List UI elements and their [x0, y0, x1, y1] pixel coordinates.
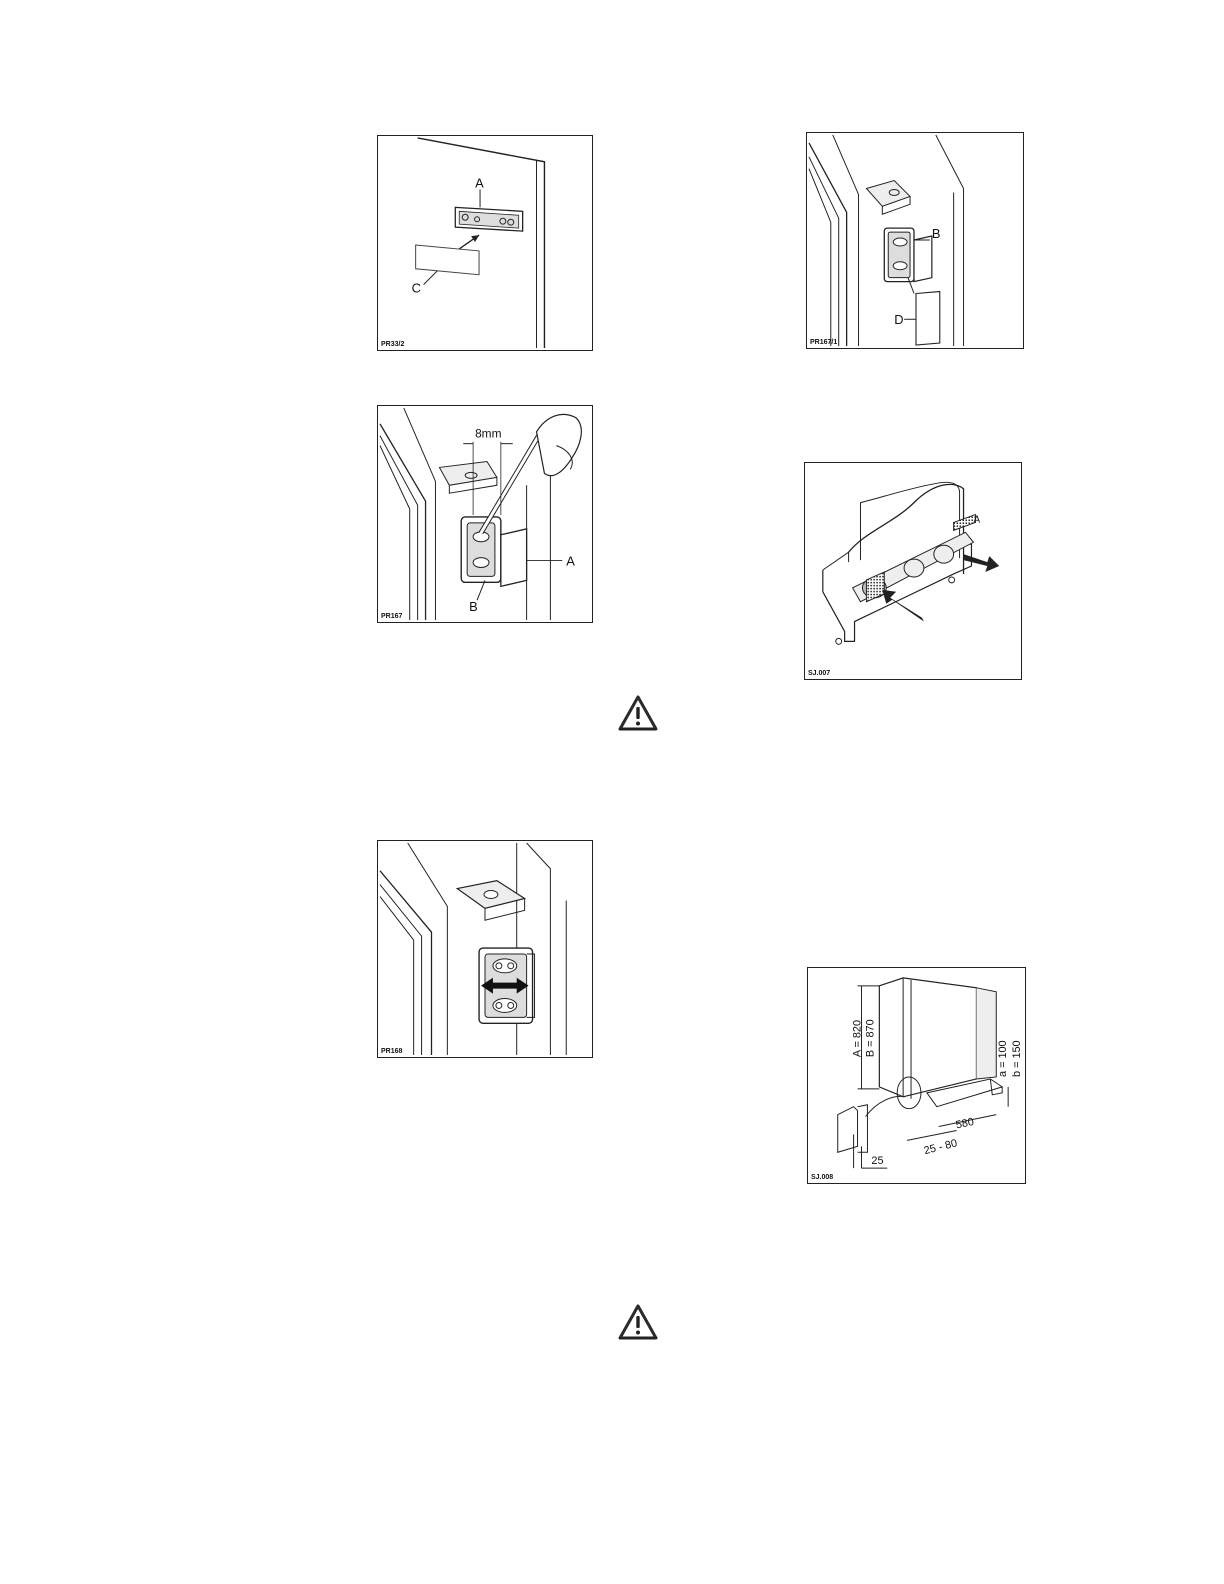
label-b: B: [469, 599, 478, 614]
figure-pr167: 8mm A B PR167: [377, 405, 593, 623]
figure-pr167-1: B D PR167/1: [806, 132, 1024, 349]
figure-code: SJ.007: [808, 670, 831, 677]
figure-sj-008: A = 820 B = 870 a = 100 b = 150 580 25 -…: [807, 967, 1026, 1184]
figure-pr168: PR168: [377, 840, 593, 1058]
range-label: 25 - 80: [923, 1137, 959, 1157]
dimensions-diagram: A = 820 B = 870 a = 100 b = 150 580 25 -…: [837, 977, 1023, 1169]
small-a-label: a = 100: [997, 1040, 1009, 1077]
figure-sj-007: A SJ.007: [804, 462, 1022, 680]
figure-code: PR167/1: [810, 339, 838, 346]
label-c: C: [412, 281, 421, 296]
label-a: A: [475, 176, 484, 191]
warning-triangle-icon: [618, 1304, 658, 1340]
hinge-cover-illustration: B D: [808, 134, 965, 347]
depth-label: 580: [955, 1116, 975, 1132]
label-a: A: [566, 554, 575, 569]
figure-code: SJ.008: [811, 1174, 834, 1181]
ventilation-grille-illustration: A: [822, 481, 1000, 645]
label-a: A: [973, 514, 980, 525]
hinge-slide-illustration: [379, 842, 567, 1056]
figure-pr33-2: A C PR33/2: [377, 135, 593, 351]
small-b-label: b = 150: [1011, 1040, 1023, 1077]
hinge-adjust-illustration: 8mm A B: [379, 407, 582, 621]
gap-label: 25: [871, 1155, 883, 1167]
warning-triangle-icon: [618, 695, 658, 731]
height-b-label: B = 870: [864, 1019, 876, 1057]
figure-code: PR167: [381, 613, 403, 620]
height-a-label: A = 820: [852, 1020, 864, 1057]
label-d: D: [894, 312, 903, 327]
figure-code: PR168: [381, 1048, 403, 1055]
door-plate-illustration: A C: [412, 137, 546, 349]
dimension-label: 8mm: [475, 427, 501, 441]
label-b: B: [932, 226, 941, 241]
figure-code: PR33/2: [381, 341, 405, 348]
